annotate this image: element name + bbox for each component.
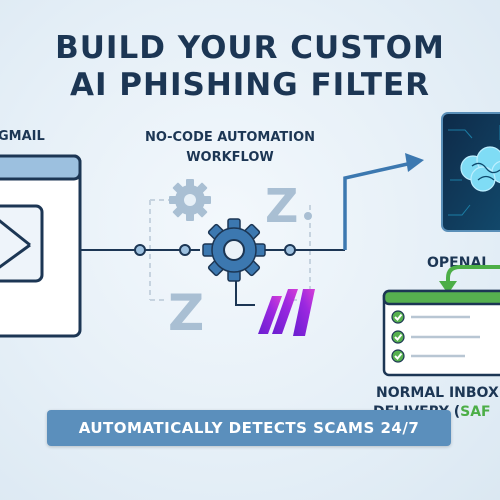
zapier-z-icon: Z — [168, 284, 204, 342]
connector-flow — [80, 153, 424, 306]
inbox-checklist-icon — [382, 289, 500, 377]
gear-icon-faded — [169, 179, 211, 221]
connector-node — [134, 244, 146, 256]
arrow-to-inbox — [439, 265, 500, 294]
gmail-label: GMAIL — [0, 129, 45, 144]
workflow-title: NO-CODE AUTOMATION WORKFLOW — [130, 128, 330, 168]
zapier-dot-icon — [304, 212, 312, 220]
ai-brain-icon — [441, 112, 500, 232]
workflow-title-line-2: WORKFLOW — [186, 150, 274, 165]
zapier-z-icon: Z — [265, 179, 298, 233]
feature-banner: AUTOMATICALLY DETECTS SCAMS 24/7 — [47, 410, 451, 446]
make-m-icon — [258, 289, 315, 336]
inbox-label-highlight: SAF — [460, 404, 491, 420]
title-line-1: BUILD YOUR CUSTOM — [55, 30, 445, 66]
title-line-2: AI PHISHING FILTER — [69, 67, 431, 103]
gear-icon — [202, 218, 266, 282]
inbox-label-line-1: NORMAL INBOX — [376, 385, 499, 401]
connector-node — [179, 244, 191, 256]
arrow-head-openai — [405, 153, 424, 172]
mail-envelope-icon — [0, 154, 82, 338]
connector-node — [284, 244, 296, 256]
workflow-title-line-1: NO-CODE AUTOMATION — [144, 130, 316, 145]
